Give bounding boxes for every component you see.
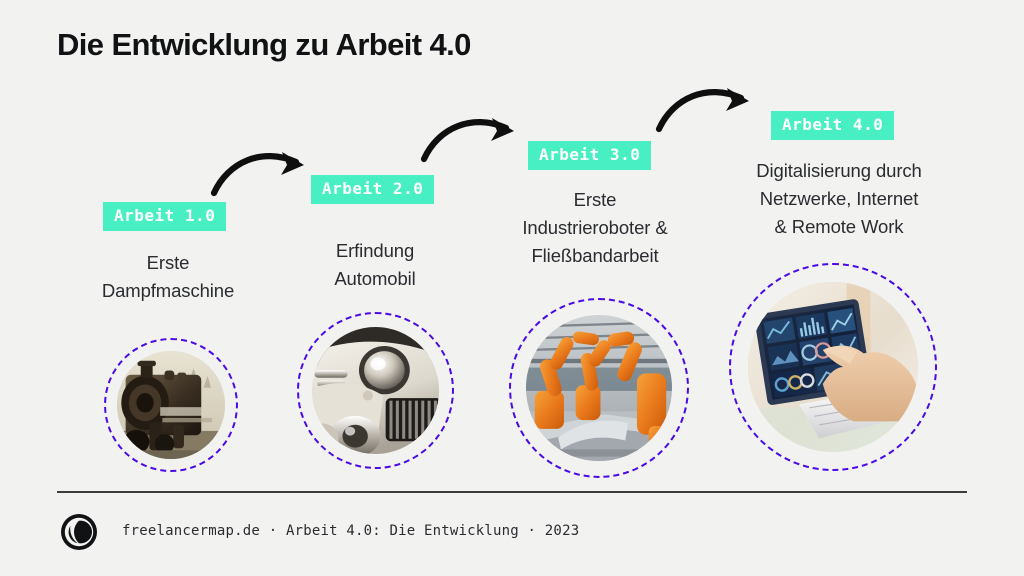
- step-2-image-circle: [297, 312, 454, 469]
- step-1-image-circle: [104, 338, 238, 472]
- step-1-dashed-ring: [104, 338, 238, 472]
- step-4-badge: Arbeit 4.0: [771, 111, 895, 140]
- step-2-description: Erfindung Automobil: [334, 240, 416, 290]
- step-3-dashed-ring: [509, 298, 689, 478]
- arrow-step3-to-step4: [655, 78, 765, 133]
- footer-caption: freelancermap.de · Arbeit 4.0: Die Entwi…: [122, 523, 580, 539]
- step-4-image-circle: [729, 263, 937, 471]
- arrow-step2-to-step3: [420, 108, 530, 163]
- step-4-description: Digitalisierung durch Netzwerke, Interne…: [756, 160, 922, 238]
- industrial-robot-assembly-line-photo: [526, 315, 672, 461]
- page-title: Die Entwicklung zu Arbeit 4.0: [57, 27, 471, 62]
- step-1-badge: Arbeit 1.0: [103, 202, 227, 231]
- step-3-badge: Arbeit 3.0: [528, 141, 652, 170]
- freelancermap-logo: [58, 511, 100, 553]
- steam-locomotive-photo: [117, 351, 225, 459]
- step-2-badge: Arbeit 2.0: [311, 175, 435, 204]
- hand-touching-digital-dashboard-laptop-photo: [748, 282, 918, 452]
- arrow-step1-to-step2: [210, 142, 320, 197]
- step-3-image-circle: [509, 298, 689, 478]
- step-2-dashed-ring: [297, 312, 454, 469]
- step-1-description: Erste Dampfmaschine: [101, 252, 235, 302]
- vintage-automobile-photo: [312, 327, 439, 454]
- footer-divider: [57, 491, 967, 493]
- step-4-dashed-ring: [729, 263, 937, 471]
- step-3-description: Erste Industrieroboter & Fließbandarbeit: [522, 189, 668, 267]
